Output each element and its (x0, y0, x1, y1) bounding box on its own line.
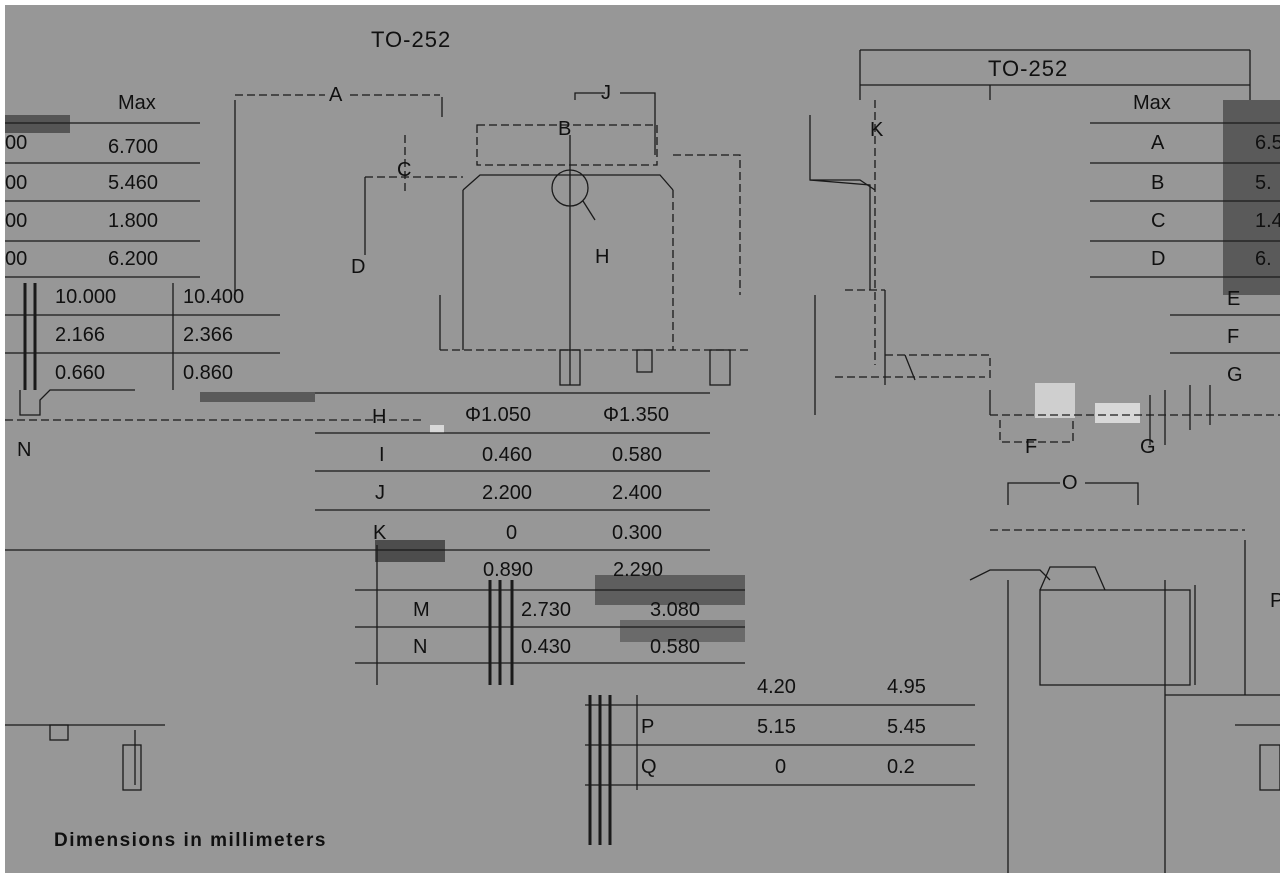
label-b: B (558, 118, 572, 140)
package-outline-drawing (5, 49, 1280, 873)
cell-p-max: 5.45 (887, 716, 926, 738)
package-title: TO-252 (371, 27, 452, 52)
cell-e-min: 10.000 (55, 286, 117, 308)
cell-k-dim: K (373, 522, 387, 544)
cell-i-max: 0.580 (612, 444, 663, 466)
cell-q-min: 0 (775, 756, 787, 778)
table-header-max-left: Max (118, 92, 156, 114)
label-a: A (329, 84, 343, 106)
cell-o-max: 4.95 (887, 676, 926, 698)
cell-q-dim: Q (641, 756, 657, 778)
cell-p-min: 5.15 (757, 716, 796, 738)
cell-c-max-right: 1.4 (1255, 210, 1280, 232)
cell-c-max: 1.800 (108, 210, 159, 232)
cell-n-max: 0.580 (650, 636, 701, 658)
cell-a-dim: A (1151, 132, 1165, 154)
cell-j-min: 2.200 (482, 482, 533, 504)
cell-f-min: 2.166 (55, 324, 106, 346)
cell-e-max: 10.400 (183, 286, 245, 308)
units-note: Dimensions in millimeters (54, 830, 327, 851)
cell-m-min: 2.730 (521, 599, 572, 621)
cell-d-min-partial: 00 (5, 248, 28, 270)
cell-d-dim: D (1151, 248, 1166, 270)
cell-d-max: 6.200 (108, 248, 159, 270)
cell-c-dim: C (1151, 210, 1166, 232)
cell-l-max: 2.290 (613, 559, 664, 581)
cell-k-min: 0 (506, 522, 518, 544)
cell-a-max: 6.700 (108, 136, 159, 158)
cell-f-dim: F (1227, 326, 1240, 348)
cell-g-dim: G (1227, 364, 1243, 386)
cell-f-max: 2.366 (183, 324, 234, 346)
drawing-canvas: TO-252 TO-252 Max Max 00 6.700 00 5.460 … (5, 5, 1280, 873)
label-p: P (1270, 590, 1280, 612)
cell-j-max: 2.400 (612, 482, 663, 504)
cell-m-max: 3.080 (650, 599, 701, 621)
cell-n-dim: N (413, 636, 428, 658)
cell-a-max-right: 6.5 (1255, 132, 1280, 154)
cell-o-min: 4.20 (757, 676, 796, 698)
cell-i-dim: I (379, 444, 385, 466)
label-j: J (601, 82, 611, 104)
cell-j-dim: J (375, 482, 385, 504)
cell-b-max-right: 5. (1255, 172, 1272, 194)
cell-q-max: 0.2 (887, 756, 915, 778)
cell-i-min: 0.460 (482, 444, 533, 466)
label-c: C (397, 159, 412, 181)
label-g: G (1140, 436, 1156, 458)
cell-h-min: Φ1.050 (465, 404, 532, 426)
cell-h-dim: H (372, 406, 387, 428)
label-k: K (870, 119, 884, 141)
cell-b-max: 5.460 (108, 172, 159, 194)
label-o: O (1062, 472, 1078, 494)
cell-e-dim: E (1227, 288, 1241, 310)
cell-b-min-partial: 00 (5, 172, 28, 194)
cell-p-dim: P (641, 716, 655, 738)
cell-k-max: 0.300 (612, 522, 663, 544)
cell-n-min: 0.430 (521, 636, 572, 658)
label-f: F (1025, 436, 1038, 458)
label-d: D (351, 256, 366, 278)
cell-b-dim: B (1151, 172, 1165, 194)
table-title: TO-252 (988, 56, 1069, 81)
cell-l-min: 0.890 (483, 559, 534, 581)
cell-m-dim: M (413, 599, 430, 621)
cell-d-max-right: 6. (1255, 248, 1272, 270)
label-n: N (17, 439, 32, 461)
table-header-max: Max (1133, 92, 1171, 114)
cell-a-min-partial: 00 (5, 132, 28, 154)
label-h: H (595, 246, 610, 268)
cell-g-max: 0.860 (183, 362, 234, 384)
cell-c-min-partial: 00 (5, 210, 28, 232)
cell-g-min: 0.660 (55, 362, 106, 384)
cell-h-max: Φ1.350 (603, 404, 670, 426)
